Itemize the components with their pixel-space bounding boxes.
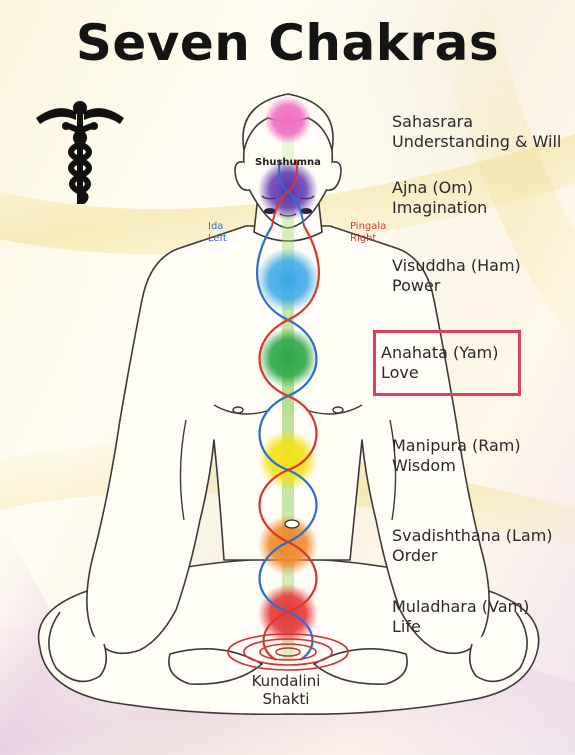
chakra-name: Muladhara (Vam) xyxy=(392,597,529,617)
chakra-name: Svadishthana (Lam) xyxy=(392,526,553,546)
label-visuddha: Visuddha (Ham) Power xyxy=(392,256,521,296)
kundalini-line1: Kundalini xyxy=(226,672,346,690)
chakra-meaning: Wisdom xyxy=(392,456,521,476)
chakra-meaning: Life xyxy=(392,617,529,637)
chakra-manipura xyxy=(258,430,318,490)
label-muladhara: Muladhara (Vam) Life xyxy=(392,597,529,637)
pingala-name: Pingala xyxy=(350,221,386,233)
ida-side: Left xyxy=(208,233,227,245)
chakra-ajna xyxy=(258,160,318,220)
chakra-name: Visuddha (Ham) xyxy=(392,256,521,276)
shushumna-label: Shushumna xyxy=(255,157,321,169)
label-ajna: Ajna (Om) Imagination xyxy=(392,178,487,218)
highlight-box xyxy=(373,330,521,396)
chakra-name: Ajna (Om) xyxy=(392,178,487,198)
pingala-label: Pingala Right xyxy=(350,221,386,245)
chakra-name: Manipura (Ram) xyxy=(392,436,521,456)
chakra-meaning: Power xyxy=(392,276,521,296)
label-sahasrara: Sahasrara Understanding & Will xyxy=(392,112,561,152)
ida-name: Ida xyxy=(208,221,227,233)
label-manipura: Manipura (Ram) Wisdom xyxy=(392,436,521,476)
kundalini-label: Kundalini Shakti xyxy=(226,672,346,708)
label-svadishthana: Svadishthana (Lam) Order xyxy=(392,526,553,566)
pingala-side: Right xyxy=(350,233,386,245)
chakra-name: Sahasrara xyxy=(392,112,561,132)
chakra-meaning: Order xyxy=(392,546,553,566)
chakra-meaning: Imagination xyxy=(392,198,487,218)
chakra-meaning: Understanding & Will xyxy=(392,132,561,152)
kundalini-line2: Shakti xyxy=(226,690,346,708)
seed-marker xyxy=(285,520,299,528)
chakra-sahasrara xyxy=(264,96,312,144)
ida-label: Ida Left xyxy=(208,221,227,245)
